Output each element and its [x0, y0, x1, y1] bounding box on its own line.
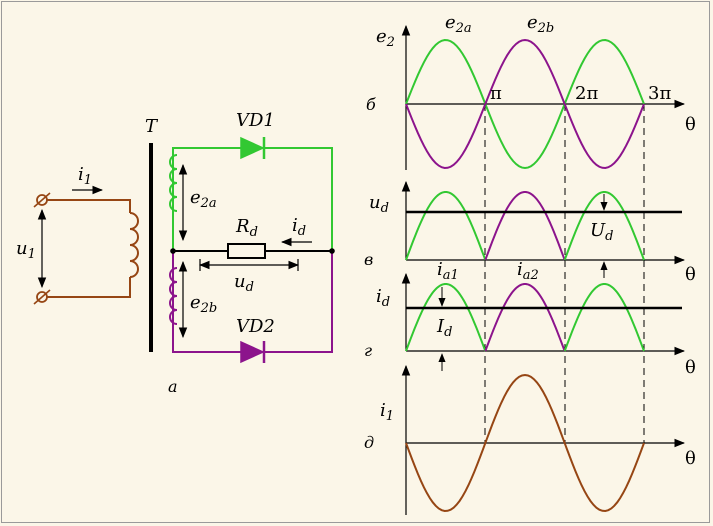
e2a-label: e2a [190, 187, 217, 211]
id-label: id [292, 215, 306, 239]
graph-v-ud-label: Ud [590, 220, 614, 244]
u1-label: u1 [16, 238, 36, 262]
graph-b-y-label: e2 [376, 26, 395, 50]
vd1-label: VD1 [236, 110, 275, 131]
tick-3pi: 3π [648, 83, 671, 104]
graph-v: Ud ud θ в [364, 180, 696, 285]
graph-d-y-label: i1 [380, 400, 394, 424]
primary-winding [42, 199, 139, 298]
graph-v-x-label: θ [685, 264, 696, 285]
transformer-label: T [145, 116, 159, 137]
terminal-bottom [33, 289, 51, 305]
graph-g-x-label: θ [685, 357, 696, 378]
graph-g: Id ia1 ia2 id θ г [364, 259, 696, 378]
secondary-bottom-branch [169, 252, 333, 353]
graph-g-pulse-3 [563, 282, 645, 352]
graph-b-e2b-wave [405, 38, 645, 169]
graph-g-panel-label: г [364, 341, 372, 360]
graph-d-i1-wave [405, 373, 645, 512]
graph-b-x-label: θ [685, 114, 696, 135]
pi-guides [484, 104, 645, 443]
ud-label: ud [234, 271, 254, 295]
graph-g-pulse-1 [405, 282, 487, 352]
rectifier-circuit: u1 i1 T VD1 e2a VD2 e2b [16, 110, 335, 396]
secondary-top-branch [169, 147, 333, 250]
node-right [329, 248, 335, 254]
graph-g-id-avg-label: Id [436, 316, 452, 340]
rd-label: Rd [235, 216, 258, 240]
terminal-top [33, 192, 51, 208]
graph-g-ia2-label: ia2 [517, 259, 539, 283]
waveform-graphs: e2 e2a e2b π 2π 3π θ б Ud ud θ в [364, 12, 696, 515]
tick-pi: π [490, 83, 502, 104]
tick-2pi: 2π [575, 83, 598, 104]
i1-label: i1 [78, 164, 92, 188]
graph-g-ia1-label: ia1 [437, 259, 459, 283]
graph-d-x-label: θ [685, 448, 696, 469]
graph-d-panel-label: д [364, 433, 374, 452]
e2b-label: e2b [190, 292, 217, 316]
load-branch [173, 243, 332, 259]
circuit-panel-label: а [168, 377, 178, 396]
graph-g-y-label: id [376, 286, 390, 310]
graph-b: e2 e2a e2b π 2π 3π θ б [366, 12, 696, 170]
diode-vd2 [240, 340, 266, 364]
graph-v-y-label: ud [369, 192, 389, 216]
node-left [170, 248, 176, 254]
graph-b-panel-label: б [366, 95, 376, 114]
graph-d: i1 θ д [364, 364, 696, 515]
graph-b-e2a-wave [405, 39, 645, 170]
graph-b-e2b-label: e2b [527, 12, 554, 36]
graph-g-pulse-2 [484, 282, 566, 352]
diode-vd1 [240, 136, 266, 160]
graph-v-pulse-3 [563, 190, 645, 261]
graph-v-pulse-1 [405, 190, 487, 261]
graph-v-pulse-2 [484, 190, 566, 261]
graph-b-e2a-label: e2a [445, 12, 472, 36]
graph-v-panel-label: в [364, 250, 373, 269]
vd2-label: VD2 [236, 316, 275, 337]
